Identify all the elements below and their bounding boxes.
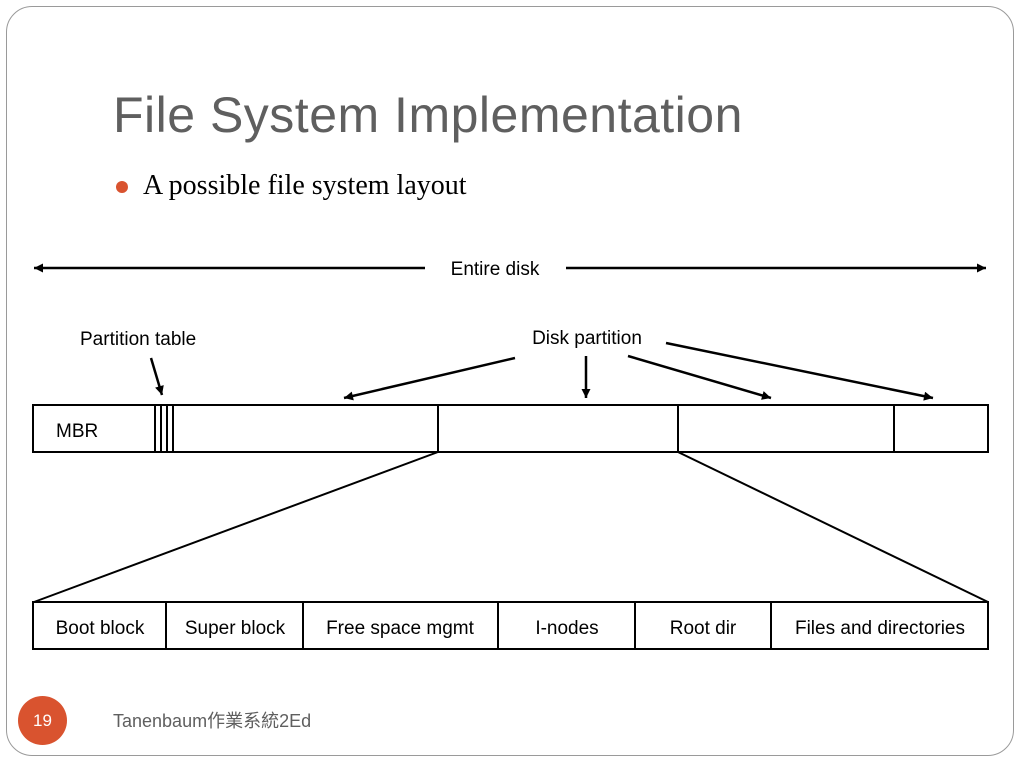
slide-title: File System Implementation: [113, 87, 743, 143]
page-number-badge: 19: [18, 696, 67, 745]
partition-layout-bar: [32, 601, 989, 650]
layout-cell-i-nodes: I-nodes: [535, 618, 598, 639]
partition-table-arrow: [149, 357, 164, 396]
disk-partition-arrow-3: [627, 354, 772, 400]
disk-partition-arrow-4: [665, 341, 934, 401]
layout-cell-root-dir: Root dir: [670, 618, 737, 639]
disk-partition-arrow-1: [343, 356, 516, 401]
bullet-dot-icon: [116, 181, 128, 193]
bullet-text: A possible file system layout: [143, 170, 467, 201]
slide-frame: [6, 6, 1014, 756]
layout-cell-super-block: Super block: [185, 618, 286, 639]
layout-cell-boot-block: Boot block: [56, 618, 145, 639]
footer-text: Tanenbaum作業系統2Ed: [113, 711, 312, 731]
mbr-label: MBR: [56, 421, 98, 442]
entire-disk-label: Entire disk: [451, 259, 540, 280]
partition-table-label: Partition table: [80, 329, 196, 350]
expansion-line-right: [677, 451, 989, 603]
layout-cell-files-and-directories: Files and directories: [795, 618, 965, 639]
layout-cell-free-space-mgmt: Free space mgmt: [326, 618, 475, 639]
expansion-line-left: [33, 451, 439, 603]
disk-partition-label: Disk partition: [532, 328, 642, 349]
disk-bar: [32, 404, 989, 453]
